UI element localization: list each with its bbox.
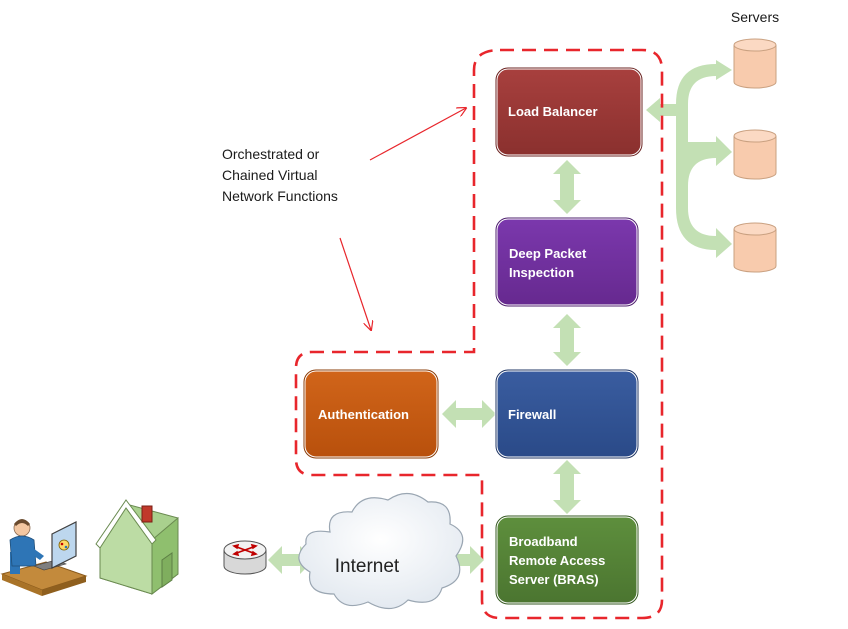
annotation-line3: Network Functions — [222, 188, 338, 204]
internet-cloud: Internet — [298, 492, 464, 610]
arrow-lb-dpi — [553, 160, 581, 214]
router-icon — [223, 540, 267, 575]
annotation-arrow-upper — [369, 108, 466, 161]
server-icon — [733, 222, 777, 273]
authentication-node: Authentication — [302, 368, 440, 460]
load-balancer-label: Load Balancer — [508, 104, 598, 119]
annotation-line2: Chained Virtual — [222, 167, 317, 183]
internet-label: Internet — [335, 556, 400, 577]
arrow-firewall-bras — [553, 460, 581, 514]
bras-node: Broadband Remote Access Server (BRAS) — [494, 514, 640, 606]
bras-label-line1: Broadband — [509, 534, 578, 549]
server-branch-connector — [646, 60, 732, 258]
servers-label: Servers — [731, 9, 779, 25]
authentication-label: Authentication — [318, 407, 409, 422]
deep-packet-inspection-node: Deep Packet Inspection — [494, 216, 640, 308]
bras-label-line2: Remote Access — [509, 553, 605, 568]
dpi-label-line2: Inspection — [509, 265, 574, 280]
firewall-node: Firewall — [494, 368, 640, 460]
bras-label-line3: Server (BRAS) — [509, 572, 599, 587]
load-balancer-node: Load Balancer — [494, 66, 644, 158]
annotation-arrow-lower — [339, 237, 371, 330]
server-icon — [733, 38, 777, 89]
dpi-label-line1: Deep Packet — [509, 246, 587, 261]
annotation-line1: Orchestrated or — [222, 146, 320, 162]
firewall-label: Firewall — [508, 407, 556, 422]
user-workstation-icon — [0, 519, 88, 596]
house-icon — [95, 499, 179, 596]
server-icon — [733, 129, 777, 180]
arrow-auth-firewall — [442, 400, 496, 428]
arrow-dpi-firewall — [553, 314, 581, 366]
